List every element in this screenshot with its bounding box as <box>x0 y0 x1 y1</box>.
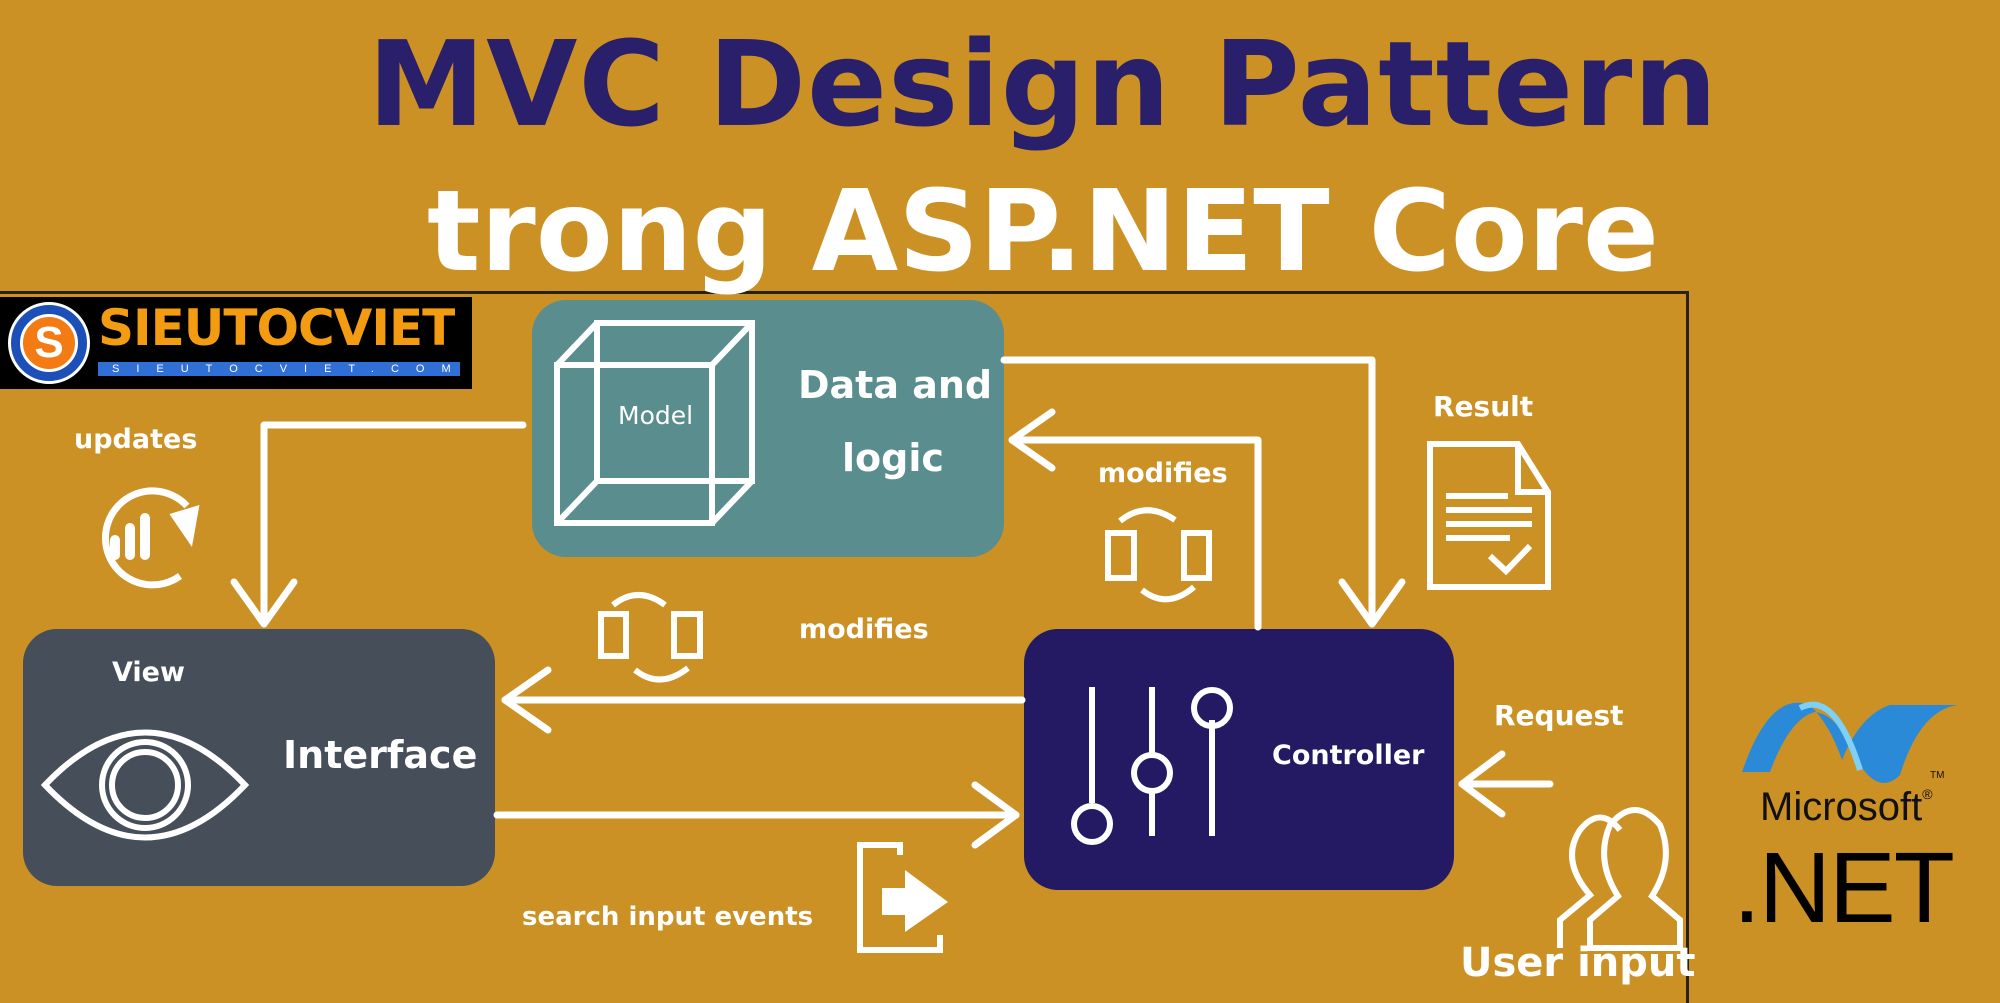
exit-icon <box>857 842 943 953</box>
documents-swap-icon-2 <box>1105 507 1212 603</box>
page-title: MVC Design Pattern <box>367 15 1719 153</box>
modifies-model-line <box>1008 436 1262 631</box>
cube-icon <box>554 320 755 526</box>
modifies-model-label: modifies <box>1098 458 1228 489</box>
arrowhead-left-request <box>1458 750 1506 818</box>
model-label-line2: logic <box>842 436 944 480</box>
update-line <box>260 421 527 626</box>
logo-url: SIEUTOCVIET.COM <box>98 362 460 376</box>
search-input-events-label: search input events <box>522 902 814 932</box>
arrowhead-left-model <box>1008 408 1056 472</box>
controller-label: Controller <box>1272 740 1425 771</box>
arrowhead-left-view <box>501 666 552 734</box>
result-label: Result <box>1433 390 1534 423</box>
arrowhead-right-controller <box>971 781 1020 849</box>
users-icon <box>1557 807 1683 951</box>
trademark-mark: TM <box>1930 770 1945 781</box>
logo-letter: S <box>20 314 78 372</box>
dotnet-label: .NET <box>1733 832 1955 944</box>
model-label-line1: Data and <box>798 363 993 407</box>
updates-icon <box>101 487 200 589</box>
sliders-icon <box>1071 687 1233 845</box>
diagram-frame <box>0 291 1689 1003</box>
updates-label: updates <box>74 424 198 455</box>
result-document-icon <box>1427 441 1551 590</box>
view-box <box>23 629 495 886</box>
exit-arrow-icon <box>882 870 948 932</box>
controller-box <box>1024 629 1454 890</box>
arrowhead-down-controller <box>1338 578 1406 628</box>
microsoft-text: Microsoft <box>1760 785 1923 829</box>
model-icon-label: Model <box>618 401 694 430</box>
eye-icon <box>40 729 250 841</box>
dotnet-wave-icon <box>1742 701 1958 783</box>
view-label: Interface <box>283 733 478 777</box>
microsoft-label: Microsoft® <box>1760 784 1933 830</box>
request-label: Request <box>1494 699 1624 732</box>
view-title: View <box>112 657 185 688</box>
page-subtitle: trong ASP.NET Core <box>427 167 1659 297</box>
arrowhead-down-view <box>230 578 298 628</box>
modifies-view-label: modifies <box>799 614 929 645</box>
documents-swap-icon <box>598 592 703 683</box>
logo-text: SIEUTOCVIET <box>98 300 456 356</box>
result-line <box>1000 356 1376 626</box>
model-box <box>532 300 1004 557</box>
registered-mark: ® <box>1922 786 1933 802</box>
